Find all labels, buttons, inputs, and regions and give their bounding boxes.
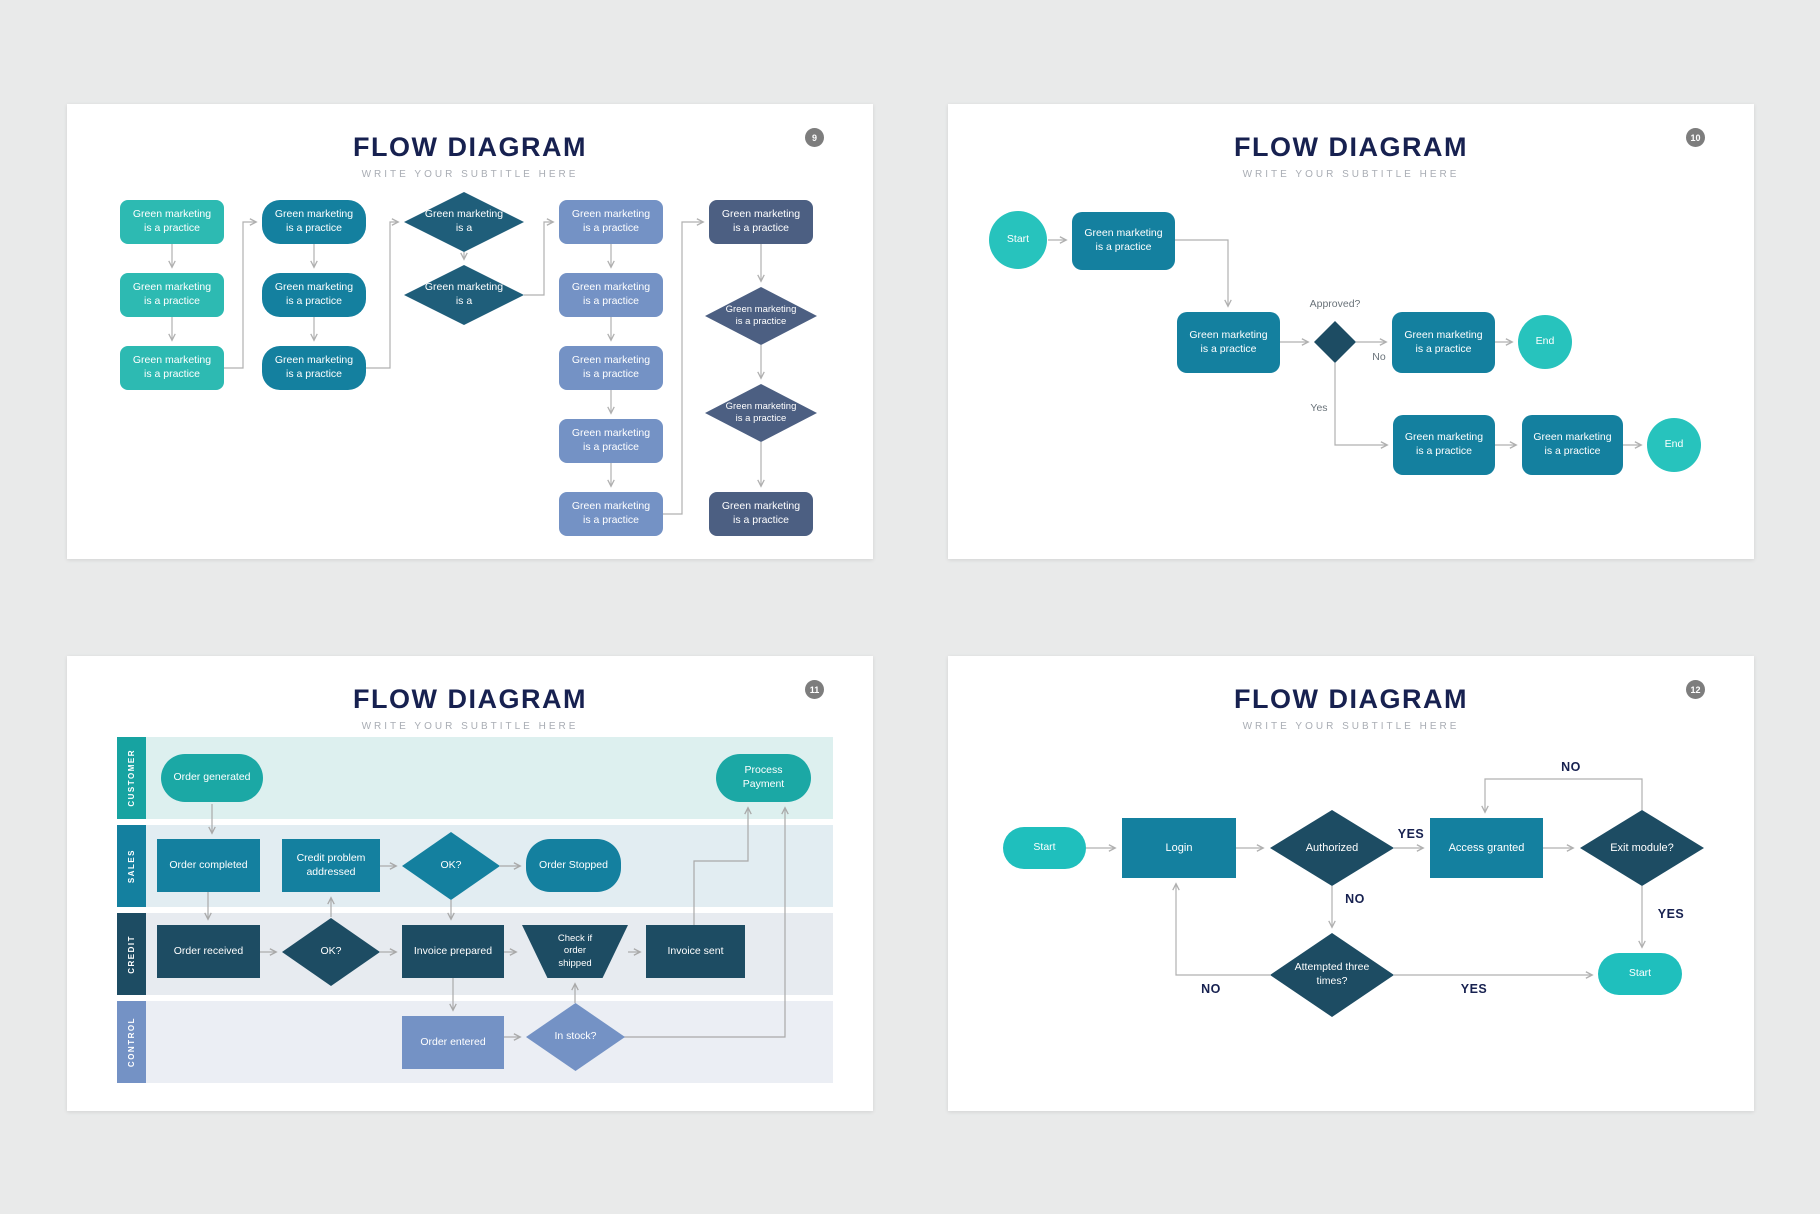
node-box: Green marketing is a practice	[559, 200, 663, 244]
node-box: Green marketing is a practice	[1522, 415, 1623, 475]
page-title: FLOW DIAGRAM	[353, 684, 587, 714]
decision-exit-module: Exit module?	[1580, 810, 1704, 886]
node-box: Green marketing is a practice	[262, 200, 366, 244]
page-subtitle: WRITE YOUR SUBTITLE HERE	[1242, 169, 1460, 180]
node-box: Green marketing is a practice	[262, 346, 366, 390]
slide-number-badge: 10	[1686, 128, 1705, 147]
yes-label: YES	[1460, 982, 1488, 996]
no-label: NO	[1201, 982, 1221, 996]
page-subtitle: WRITE YOUR SUBTITLE HERE	[1242, 721, 1460, 732]
slide-number-badge: 9	[805, 128, 824, 147]
approved-label: Approved?	[1309, 298, 1361, 310]
node-box: Green marketing is a practice	[1393, 415, 1495, 475]
slide-number-badge: 12	[1686, 680, 1705, 699]
end-node: End	[1518, 315, 1572, 369]
slide-card-12[interactable]: FLOW DIAGRAM WRITE YOUR SUBTITLE HERE 12…	[948, 656, 1754, 1111]
no-label: NO	[1561, 760, 1581, 774]
node-box: Green marketing is a practice	[120, 346, 224, 390]
node-box: Green marketing is a practice	[120, 273, 224, 317]
node-order-completed: Order completed	[157, 839, 260, 892]
lane-tab-customer: CUSTOMER	[117, 737, 146, 819]
node-box: Green marketing is a practice	[559, 346, 663, 390]
lane-tab-sales: SALES	[117, 825, 146, 907]
node-diamond: Green marketing is a practice	[705, 384, 817, 442]
slide-card-9[interactable]: FLOW DIAGRAM WRITE YOUR SUBTITLE HERE 9	[67, 104, 873, 559]
node-invoice-prepared: Invoice prepared	[402, 925, 504, 978]
node-box: Green marketing is a practice	[120, 200, 224, 244]
yes-label: YES	[1657, 907, 1685, 921]
slide-card-10[interactable]: FLOW DIAGRAM WRITE YOUR SUBTITLE HERE 10…	[948, 104, 1754, 559]
start-node: Start	[1598, 953, 1682, 995]
node-box: Green marketing is a practice	[1392, 312, 1495, 373]
yes-label: Yes	[1310, 402, 1328, 414]
page-title: FLOW DIAGRAM	[1234, 684, 1468, 714]
node-box: Green marketing is a practice	[559, 419, 663, 463]
page-title: FLOW DIAGRAM	[353, 132, 587, 162]
node-credit-problem: Credit problem addressed	[282, 839, 380, 892]
node-order-received: Order received	[157, 925, 260, 978]
node-box: Green marketing is a practice	[559, 273, 663, 317]
page-subtitle: WRITE YOUR SUBTITLE HERE	[361, 721, 579, 732]
node-order-generated: Order generated	[161, 754, 263, 802]
node-box: Green marketing is a practice	[1072, 212, 1175, 270]
yes-label: YES	[1397, 827, 1425, 841]
node-access-granted: Access granted	[1430, 818, 1543, 878]
node-order-stopped: Order Stopped	[526, 839, 621, 892]
page-title: FLOW DIAGRAM	[1234, 132, 1468, 162]
node-process-payment: Process Payment	[716, 754, 811, 802]
node-order-entered: Order entered	[402, 1016, 504, 1069]
decision-diamond	[1314, 321, 1356, 363]
node-diamond: Green marketing is a practice	[705, 287, 817, 345]
node-diamond: Green marketing is a	[404, 265, 524, 325]
start-node: Start	[989, 211, 1047, 269]
node-diamond: Green marketing is a	[404, 192, 524, 252]
node-box: Green marketing is a practice	[709, 200, 813, 244]
start-node: Start	[1003, 827, 1086, 869]
node-login: Login	[1122, 818, 1236, 878]
node-box: Green marketing is a practice	[262, 273, 366, 317]
slide-card-11[interactable]: FLOW DIAGRAM WRITE YOUR SUBTITLE HERE 11…	[67, 656, 873, 1111]
decision-authorized: Authorized	[1270, 810, 1394, 886]
page-subtitle: WRITE YOUR SUBTITLE HERE	[361, 169, 579, 180]
lane-tab-control: CONTROL	[117, 1001, 146, 1083]
node-box: Green marketing is a practice	[559, 492, 663, 536]
node-box: Green marketing is a practice	[709, 492, 813, 536]
node-invoice-sent: Invoice sent	[646, 925, 745, 978]
no-label: No	[1372, 351, 1386, 363]
lane-tab-credit: CREDIT	[117, 913, 146, 995]
slide-number-badge: 11	[805, 680, 824, 699]
decision-attempted: Attempted three times?	[1270, 933, 1394, 1017]
end-node: End	[1647, 418, 1701, 472]
node-box: Green marketing is a practice	[1177, 312, 1280, 373]
no-label: NO	[1345, 892, 1365, 906]
